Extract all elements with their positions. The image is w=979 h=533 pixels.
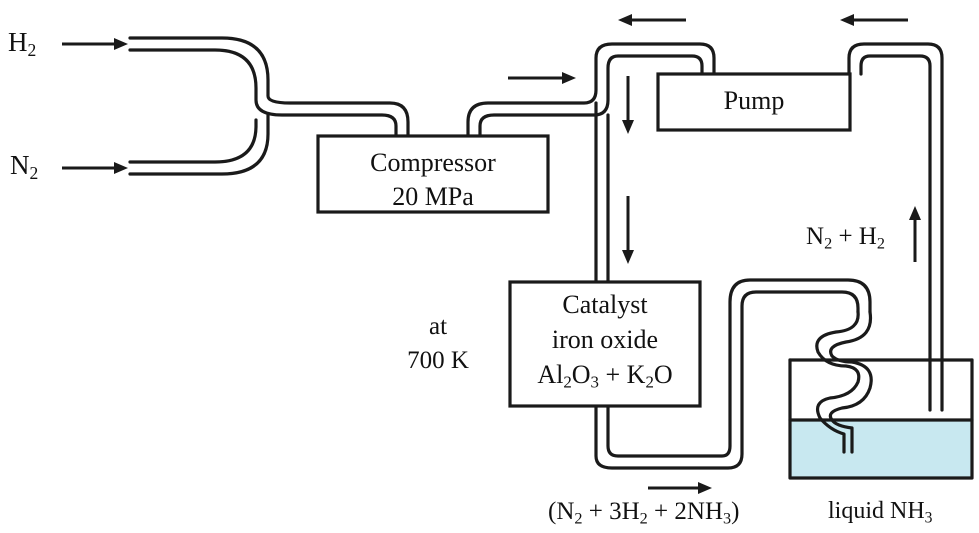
n2-arrowhead: [114, 162, 128, 174]
flow-arrowhead-left-recycle: [840, 14, 854, 26]
flow-arrowhead-right-bottom: [698, 482, 712, 494]
compressor-box: [316, 134, 550, 214]
n2-inlet-pipe: [128, 118, 258, 164]
flow-arrowhead-right-top: [562, 72, 576, 84]
pump-label: Pump: [723, 86, 785, 115]
flow-arrowhead-left-top: [618, 14, 632, 26]
catalyst-label: Catalyst iron oxide Al2O3 + K2O: [510, 288, 700, 392]
compressor-label: Compressor 20 MPa: [370, 148, 496, 212]
outlet-mixture-label: (N2 + 3H2 + 2NH3): [548, 498, 740, 528]
catalyst-formula: Al2O3 + K2O: [537, 359, 673, 392]
cooling-coil: [815, 310, 861, 454]
catalyst-outlet-pipe-inner: [606, 278, 872, 458]
catalyst-box: [508, 280, 702, 408]
flow-arrowhead-up-recycle: [909, 206, 921, 220]
liquid-ammonia-label: liquid NH3: [828, 498, 933, 527]
flow-arrowhead-down-2: [622, 250, 634, 264]
compressor-outlet-pipe: [466, 42, 716, 138]
n2-inlet-pipe-inner: [128, 113, 270, 176]
h2-arrowhead: [114, 38, 128, 50]
recycle-pipe-inner: [859, 54, 932, 412]
flow-arrowhead-down-1: [622, 120, 634, 134]
catalyst-outlet-pipe-outer: [594, 290, 860, 470]
h2-inlet-pipe: [128, 36, 410, 138]
n2-input-label: N2: [10, 150, 39, 183]
pump-box: [656, 72, 852, 132]
liquid-ammonia-fill: [790, 420, 972, 478]
h2-input-label: H2: [8, 27, 37, 60]
recycle-gas-label: N2 + H2: [806, 223, 885, 253]
compressor-outlet-pipe-inner: [478, 54, 704, 138]
h2-inlet-pipe-inner: [128, 48, 398, 138]
recycle-pipe-outer: [847, 42, 944, 412]
condition-label: at 700 K: [407, 313, 469, 374]
